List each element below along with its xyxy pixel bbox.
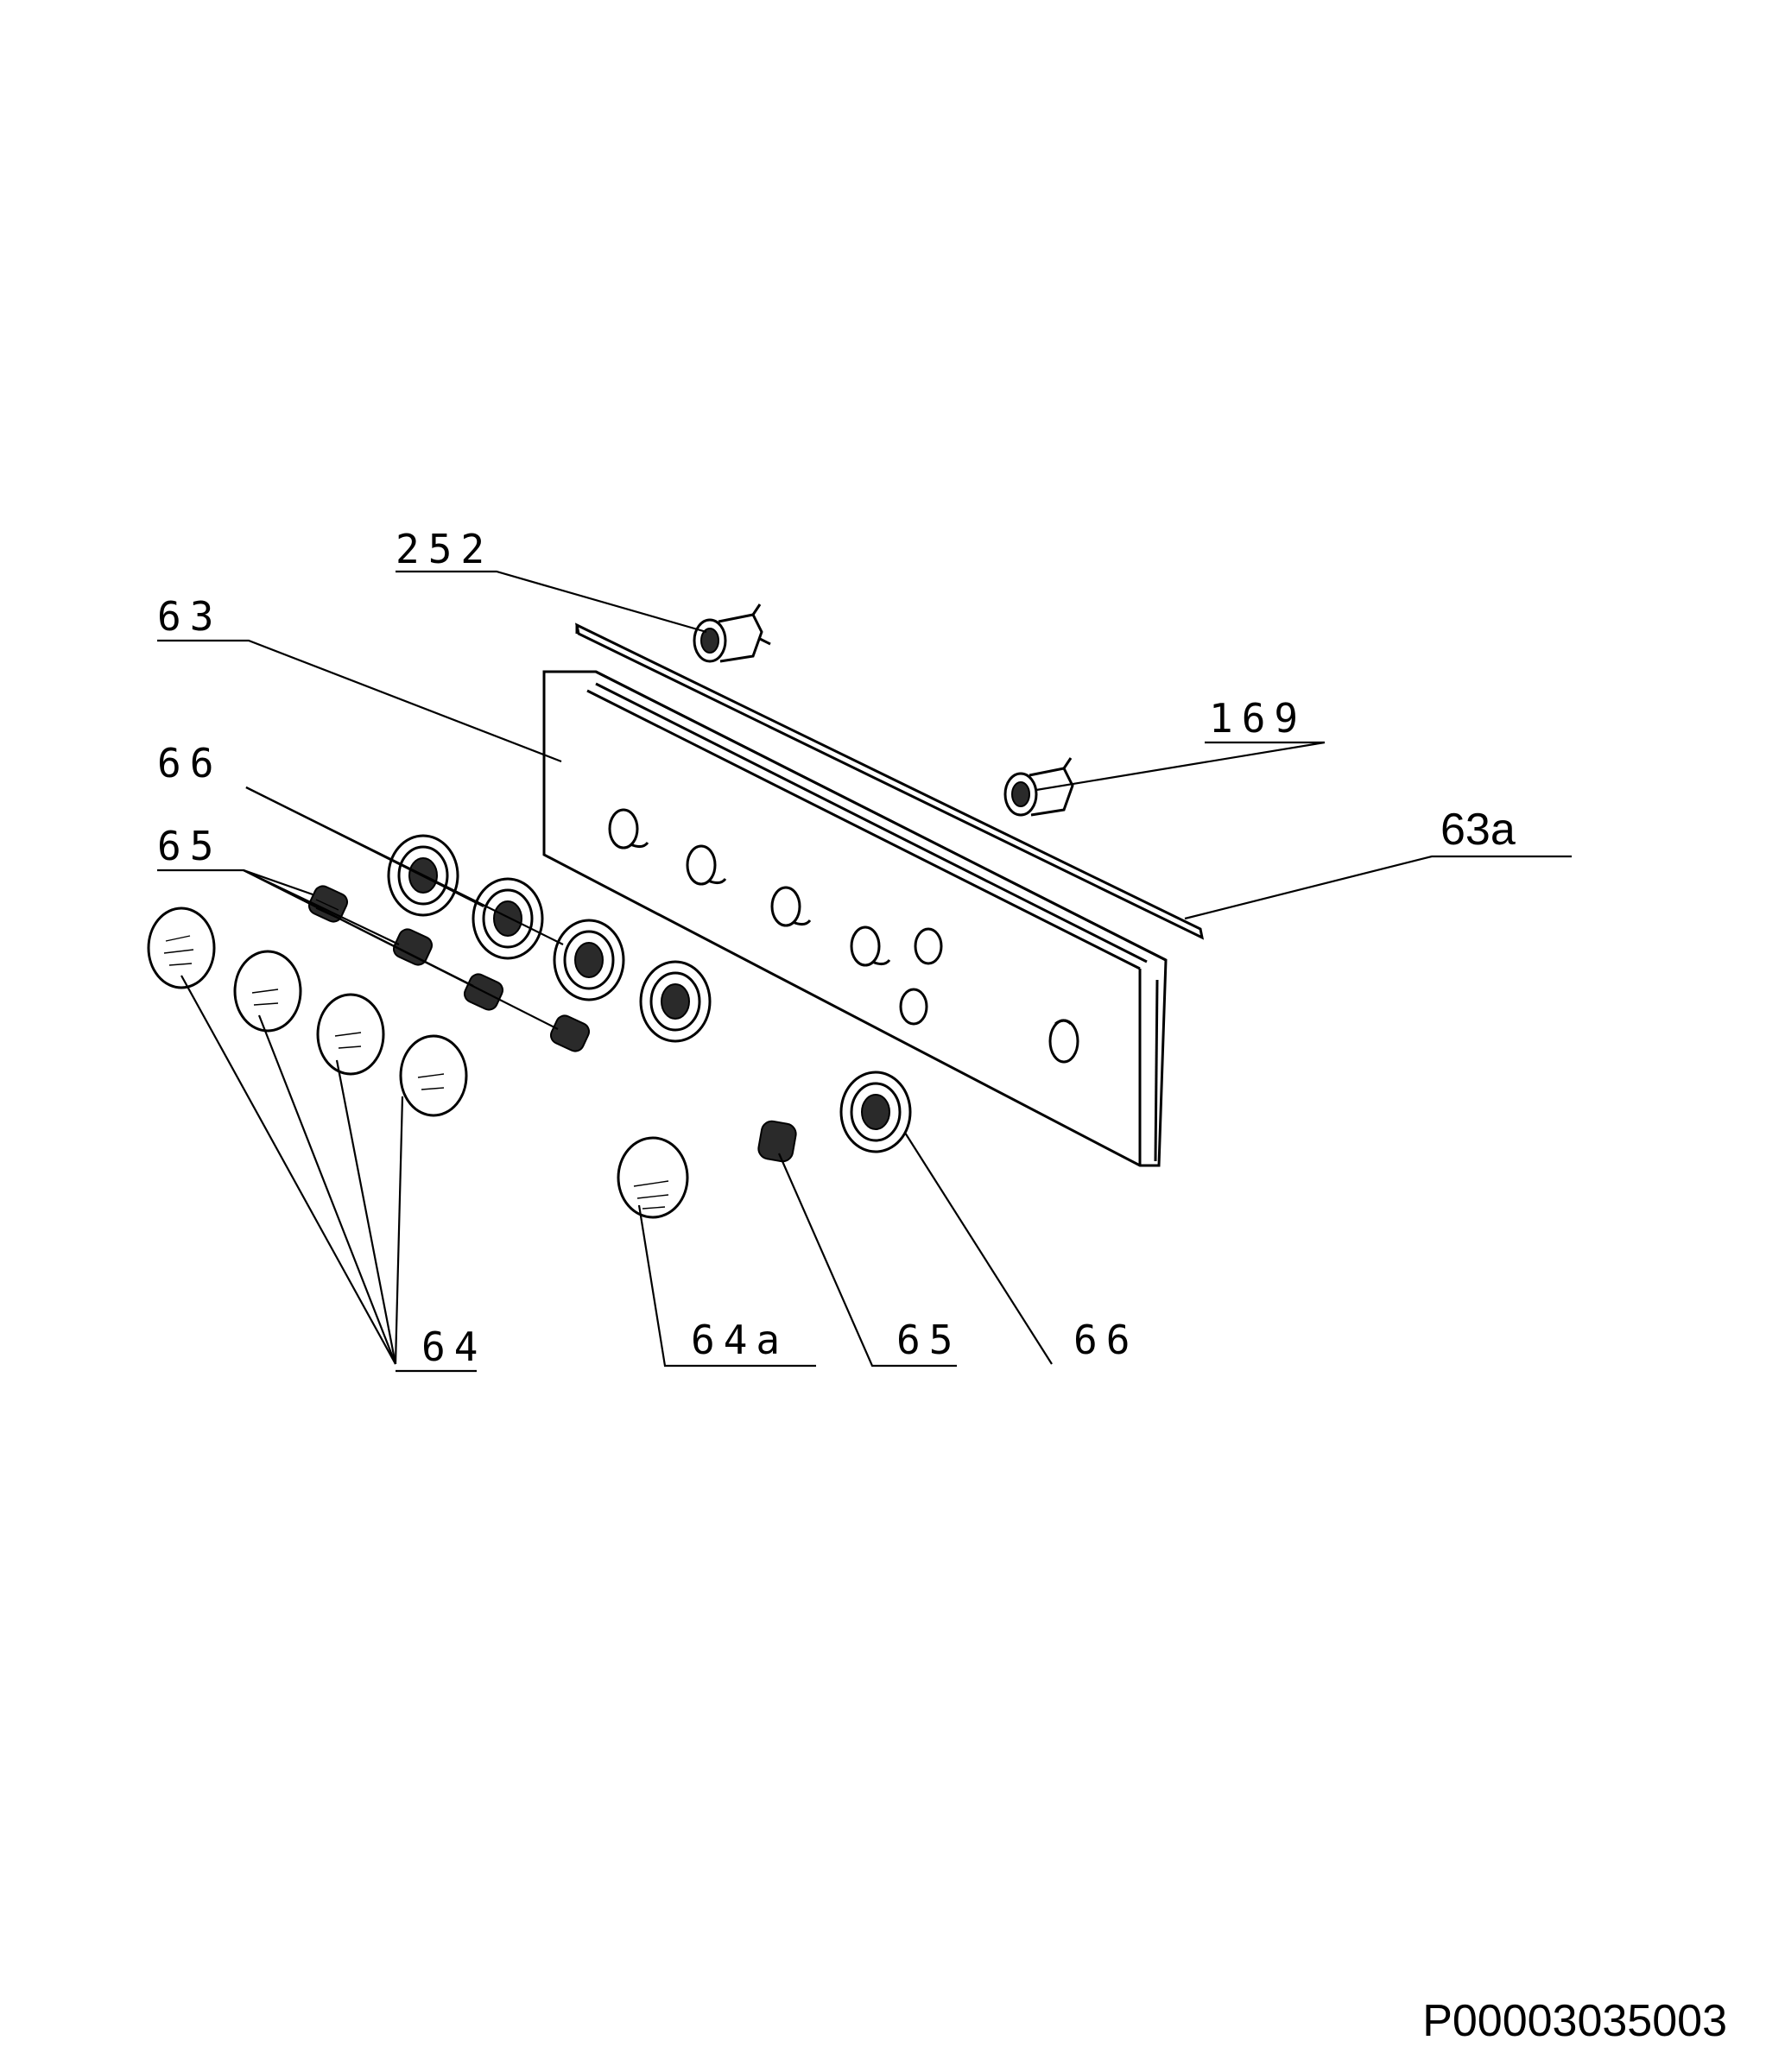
leader-lines: [157, 570, 1572, 1373]
bezel-66-group: [387, 834, 912, 1153]
bezel-ring: [639, 960, 712, 1043]
label-64a: 64a: [691, 1317, 788, 1363]
spring-clip: [392, 928, 434, 966]
label-252: 252: [396, 526, 493, 572]
switch-169: [1003, 757, 1074, 817]
label-169: 169: [1209, 695, 1307, 742]
bezel-ring-single: [839, 1071, 912, 1153]
knob: [316, 993, 385, 1076]
label-63: 63: [157, 593, 222, 640]
reference-code: P00003035003: [1422, 1996, 1727, 2046]
knob-64a: [617, 1136, 689, 1219]
spring-clip: [549, 1014, 591, 1052]
label-63a: 63a: [1440, 805, 1516, 855]
knob: [233, 950, 302, 1033]
label-66-top: 66: [157, 740, 222, 786]
label-64: 64: [421, 1323, 486, 1370]
knob: [147, 906, 216, 989]
spring-clip-single: [757, 1120, 797, 1163]
bezel-ring: [472, 877, 544, 960]
rail-strip-63a: [574, 622, 1205, 940]
knob-64-group: [147, 906, 689, 1219]
label-66-bottom: 66: [1073, 1317, 1138, 1363]
bezel-ring: [553, 919, 625, 1001]
knob: [399, 1034, 468, 1117]
part-labels: 252 63 169 63a 66 65 64 64a 65 66: [157, 526, 1516, 1370]
clip-65-group: [307, 885, 797, 1163]
panel-holes: [608, 808, 1079, 1064]
label-65-bottom: 65: [896, 1317, 961, 1363]
control-panel-63: [542, 670, 1168, 1167]
label-65-top: 65: [157, 823, 222, 869]
switch-252: [693, 603, 771, 663]
